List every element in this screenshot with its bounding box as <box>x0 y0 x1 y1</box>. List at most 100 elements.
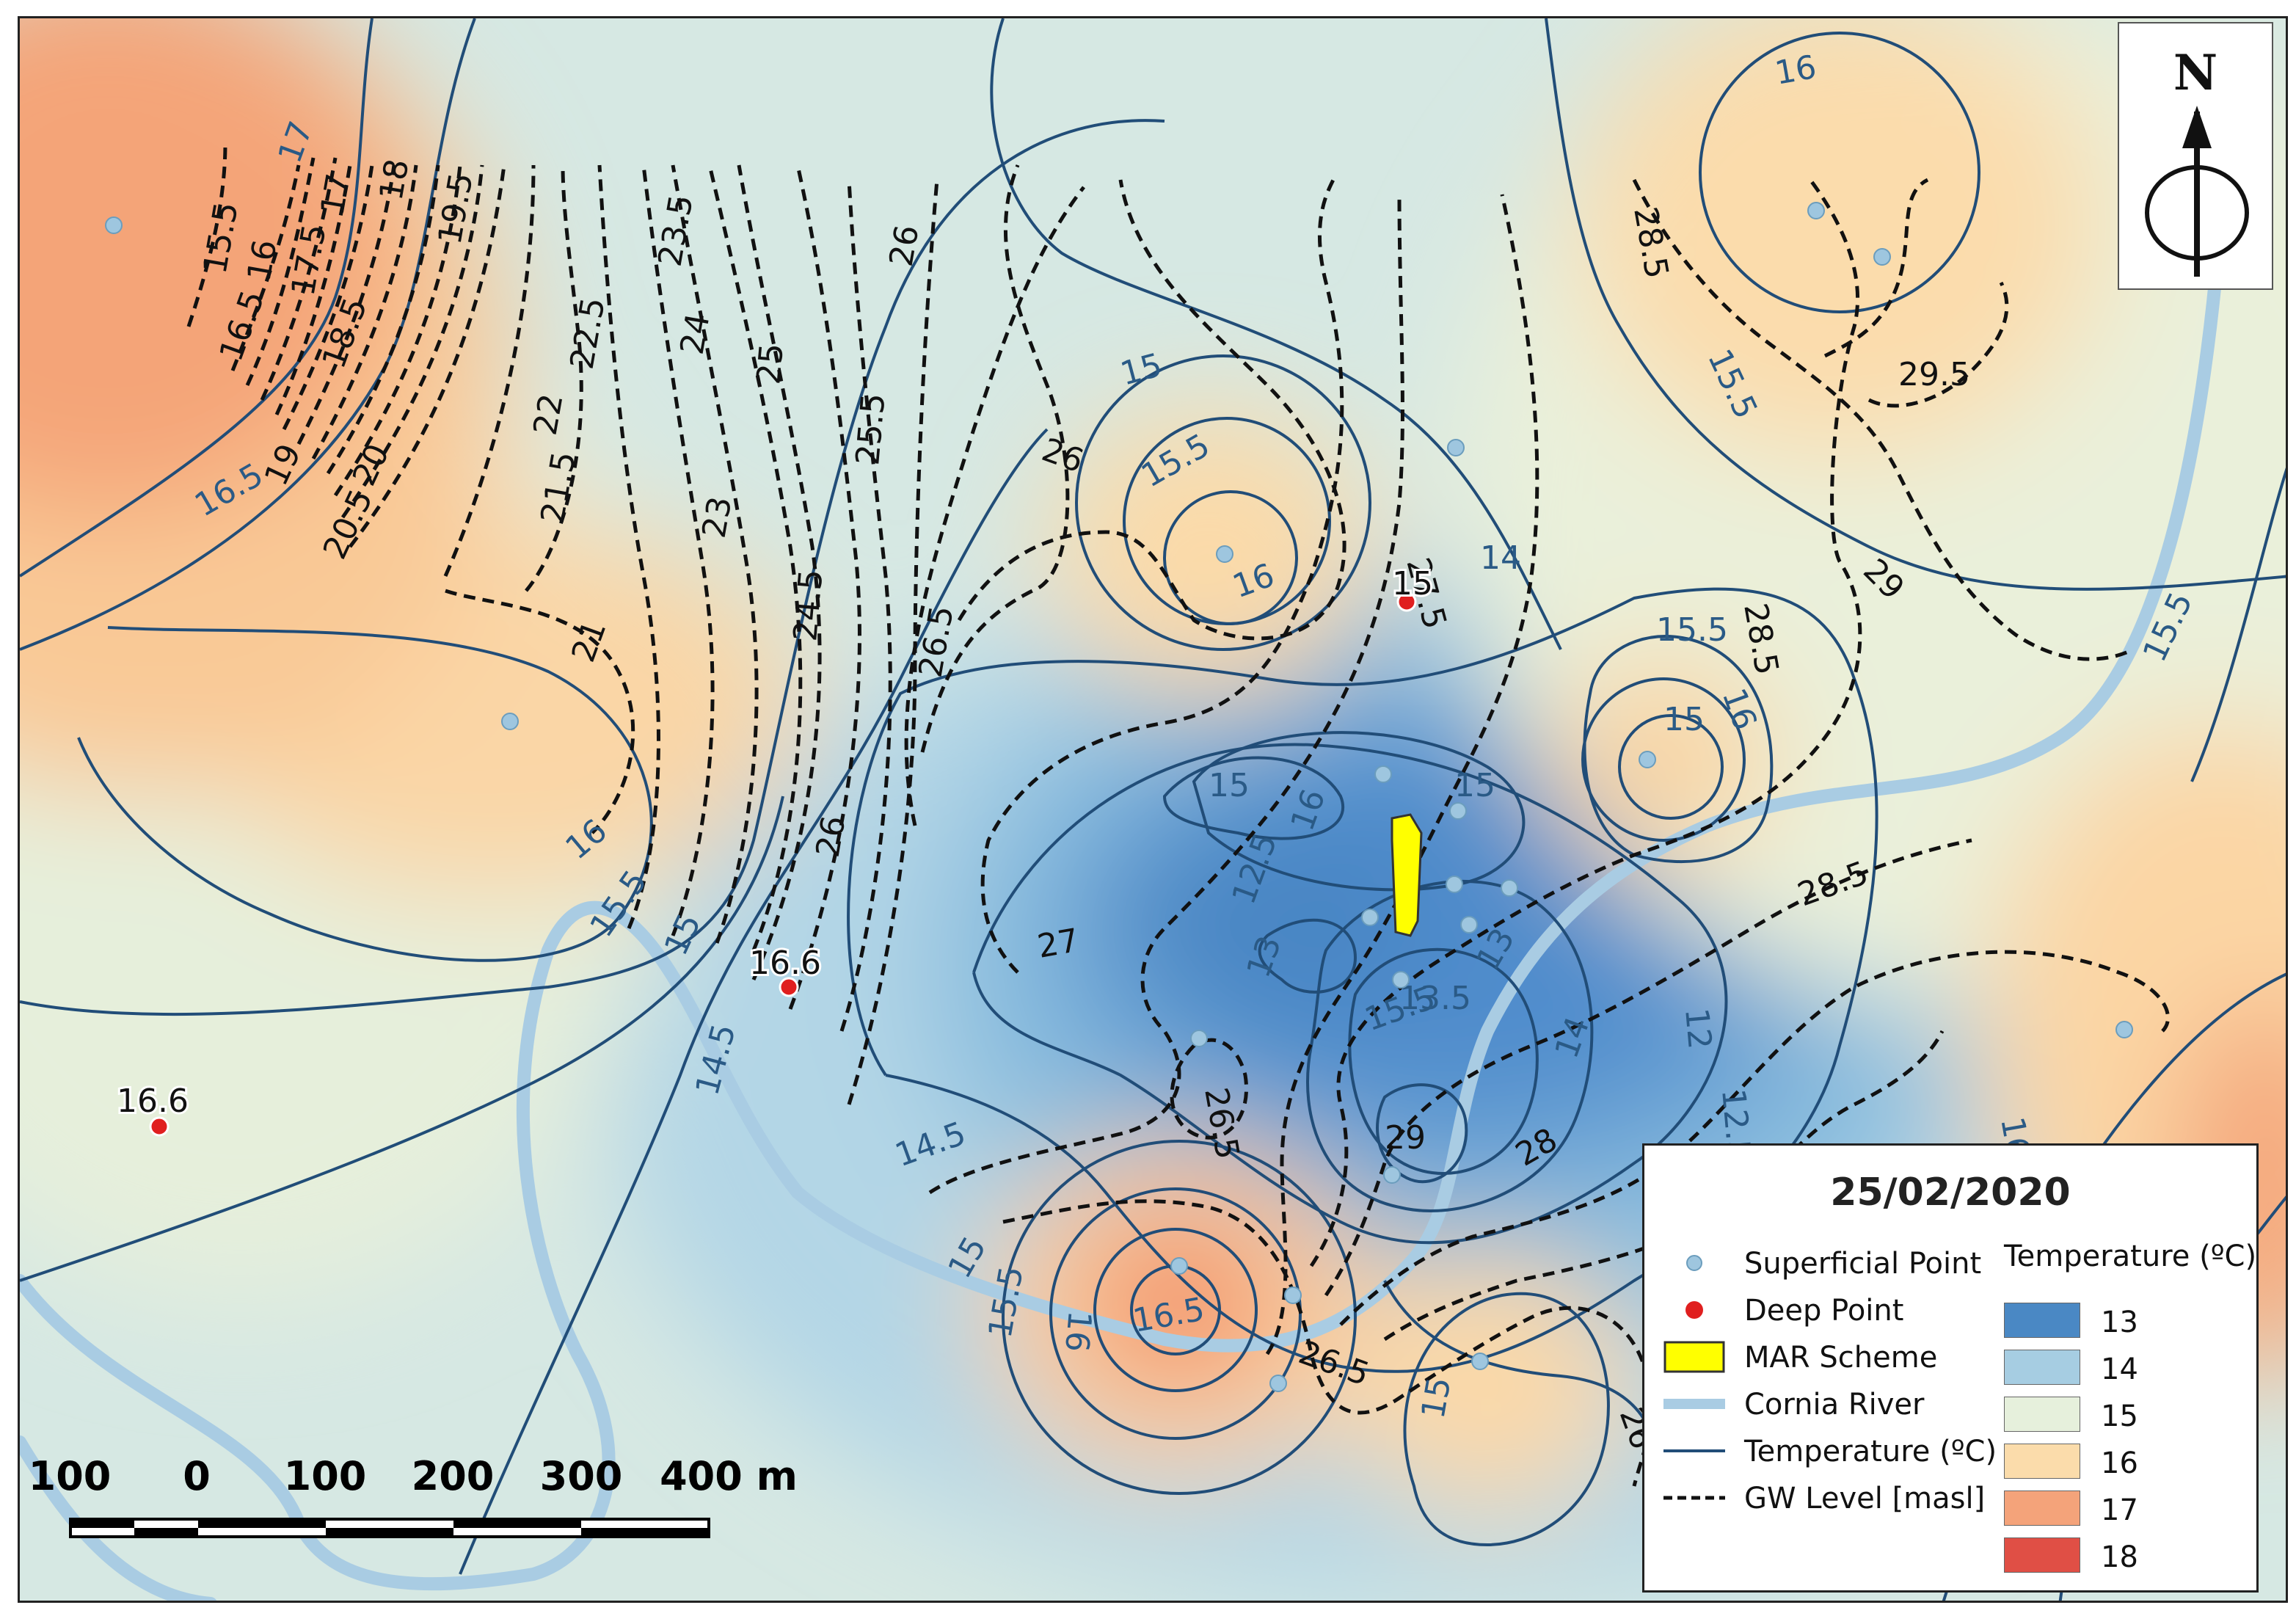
temp-swatch-18 <box>2004 1537 2080 1573</box>
superficial-point-symbol <box>1686 1255 1702 1271</box>
cornia-river <box>20 85 2235 1601</box>
isotherm-label: 14 <box>1480 539 1521 577</box>
legend-temp-class: 13 <box>2004 1303 2224 1339</box>
superficial-point <box>1639 751 1656 768</box>
superficial-point <box>1284 1286 1302 1304</box>
temp-class-label: 18 <box>2101 1540 2138 1574</box>
legend-label: Cornia River <box>1744 1388 1925 1422</box>
superficial-point <box>1383 1166 1401 1184</box>
legend-label: Temperature (ºC) <box>1744 1435 1997 1468</box>
isotherm-label: 16 <box>1057 1309 1098 1353</box>
deep-point-label: 16.6 <box>117 1082 189 1120</box>
gw-level-label: 29 <box>1385 1119 1426 1157</box>
gw-level-label: 17 <box>314 171 358 218</box>
gw-level-label: 24.5 <box>787 568 830 643</box>
gw-level-label: 29.5 <box>1898 356 1970 393</box>
gw-level-label: 23 <box>696 494 740 541</box>
deep-point-label: 15 <box>1392 565 1433 603</box>
superficial-point <box>1269 1375 1287 1392</box>
deep-point-label: 16.6 <box>749 945 821 982</box>
deep-points: 15 16.6 16.6 <box>114 563 1435 1137</box>
temp-class-label: 17 <box>2101 1493 2138 1527</box>
isotherm-label: 15 <box>1663 701 1705 738</box>
map-legend: 25/02/2020 Superficial Point Deep Point … <box>1642 1143 2259 1593</box>
isotherm-symbol <box>1663 1449 1725 1452</box>
legend-item-deep-point: Deep Point <box>1658 1288 2002 1332</box>
superficial-point <box>1807 202 1825 219</box>
legend-item-mar-scheme: MAR Scheme <box>1658 1335 2002 1379</box>
legend-label: GW Level [masl] <box>1744 1482 1986 1515</box>
legend-temp-class: 14 <box>2004 1350 2224 1386</box>
superficial-point <box>1361 909 1379 926</box>
isotherm-label: 15 <box>1415 1375 1459 1422</box>
legend-temperature-title: Temperature (ºC) <box>2004 1240 2257 1273</box>
map-canvas[interactable]: 17 15.5 16 16.5 16 15.5 15 14.5 14.5 15 … <box>18 16 2288 1603</box>
superficial-point <box>1392 971 1410 989</box>
legend-item-gw-level: GW Level [masl] <box>1658 1476 2002 1520</box>
legend-label: Superficial Point <box>1744 1247 1982 1281</box>
superficial-point <box>1501 879 1518 897</box>
superficial-point <box>1190 1030 1208 1047</box>
isotherm-label: 12 <box>1677 1007 1719 1051</box>
isotherm-label: 13.5 <box>1399 980 1471 1017</box>
temp-swatch-15 <box>2004 1397 2080 1432</box>
scale-bar-graphic <box>69 1518 710 1538</box>
scale-label: 300 <box>539 1453 623 1499</box>
north-label: N <box>2173 44 2218 101</box>
legend-label: MAR Scheme <box>1744 1341 1938 1375</box>
superficial-point <box>1170 1257 1188 1275</box>
superficial-point <box>2115 1021 2133 1038</box>
river-symbol <box>1663 1399 1725 1409</box>
temp-swatch-14 <box>2004 1350 2080 1385</box>
scale-label: 100 <box>28 1453 112 1499</box>
temp-swatch-16 <box>2004 1444 2080 1479</box>
deep-point-symbol <box>1685 1301 1703 1319</box>
mar-scheme-symbol <box>1663 1341 1725 1373</box>
gw-level-label: 25 <box>750 342 791 386</box>
superficial-point <box>1471 1353 1489 1370</box>
temp-class-label: 14 <box>2101 1353 2138 1386</box>
scale-label: 100 <box>283 1453 367 1499</box>
legend-date-title: 25/02/2020 <box>1830 1171 2071 1215</box>
map-svg: 17 15.5 16 16.5 16 15.5 15 14.5 14.5 15 … <box>20 18 2286 1601</box>
superficial-points <box>105 202 2133 1392</box>
gw-level-label: 18 <box>373 156 417 203</box>
superficial-point <box>1447 439 1465 456</box>
temp-class-label: 16 <box>2101 1446 2138 1480</box>
temp-swatch-17 <box>2004 1491 2080 1526</box>
temp-swatch-13 <box>2004 1303 2080 1338</box>
legend-item-cornia-river: Cornia River <box>1658 1382 2002 1426</box>
scale-label: 400 m <box>660 1453 798 1499</box>
isotherm-label: 15 <box>1454 767 1495 804</box>
temp-class-label: 13 <box>2101 1306 2138 1339</box>
gw-level-label: 25.5 <box>849 392 892 467</box>
scale-label: 0 <box>183 1453 211 1499</box>
superficial-point <box>501 713 519 730</box>
deep-point <box>779 977 799 997</box>
legend-temp-class: 15 <box>2004 1397 2224 1433</box>
superficial-point <box>1216 545 1233 563</box>
legend-item-superficial-point: Superficial Point <box>1658 1241 2002 1285</box>
scale-label: 200 <box>411 1453 495 1499</box>
gw-level-label: 26 <box>809 813 853 860</box>
north-arrow-icon <box>2145 106 2249 277</box>
superficial-point <box>1374 765 1392 783</box>
legend-temp-class: 16 <box>2004 1444 2224 1480</box>
superficial-point <box>1460 916 1478 933</box>
gw-level-label: 22 <box>527 391 571 438</box>
isotherm-label: 15 <box>1209 767 1250 804</box>
gw-level-label: 24 <box>674 310 718 357</box>
superficial-point <box>1873 248 1891 266</box>
temp-class-label: 15 <box>2101 1400 2138 1433</box>
legend-temp-class: 18 <box>2004 1537 2224 1574</box>
temperature-raster <box>20 18 2286 1601</box>
legend-label: Deep Point <box>1744 1294 1904 1328</box>
mar-scheme[interactable] <box>1391 813 1423 937</box>
gw-level-symbol <box>1663 1496 1725 1500</box>
north-arrow: N <box>2118 22 2273 290</box>
deep-point <box>1396 592 1417 612</box>
gw-level-label: 16 <box>241 237 285 284</box>
gw-level-contours <box>186 142 2170 1487</box>
superficial-point <box>1449 802 1467 820</box>
superficial-point <box>1446 876 1463 893</box>
